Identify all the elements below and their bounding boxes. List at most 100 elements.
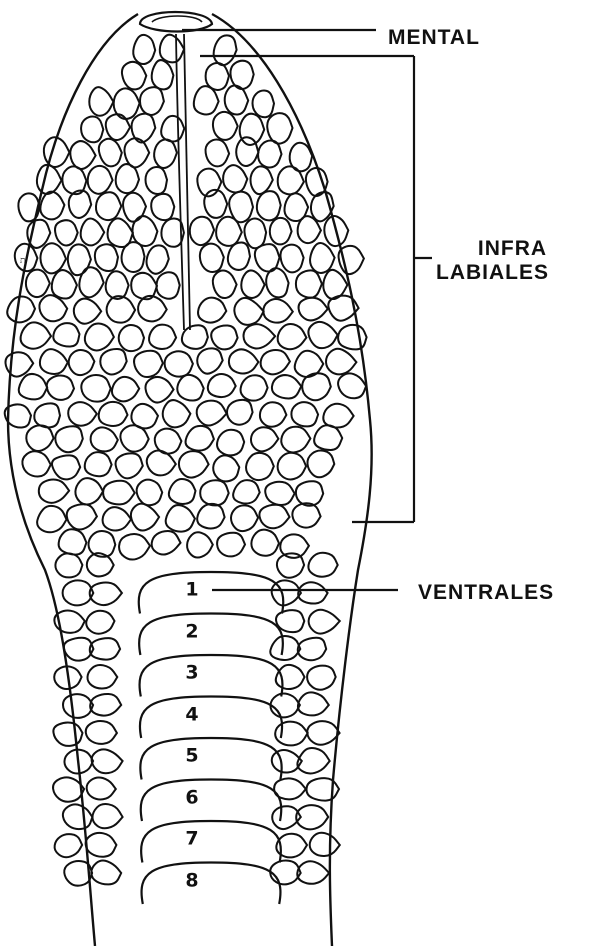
scale — [145, 377, 173, 403]
scale — [67, 504, 97, 529]
scale — [310, 243, 335, 273]
scale — [166, 505, 195, 532]
scale — [266, 268, 288, 297]
scale — [241, 270, 264, 298]
scale — [296, 270, 322, 297]
scale — [314, 425, 342, 450]
ventral-number: 5 — [185, 747, 198, 766]
scale — [267, 113, 292, 144]
scale — [198, 298, 226, 323]
scale — [307, 666, 336, 690]
scale — [225, 86, 249, 115]
scale — [280, 245, 303, 273]
scale — [326, 349, 356, 375]
scale — [149, 325, 176, 349]
scale — [270, 694, 299, 718]
scale — [87, 777, 116, 799]
scale — [87, 665, 117, 688]
scale — [214, 35, 237, 65]
ventral-number: 6 — [185, 788, 198, 807]
scale — [59, 529, 87, 554]
scale — [99, 139, 122, 167]
scale — [258, 141, 281, 168]
scale — [291, 402, 318, 426]
scale — [99, 402, 128, 426]
scale — [251, 166, 273, 194]
scale — [200, 480, 229, 505]
scale — [85, 452, 112, 476]
scale — [227, 400, 253, 425]
scale — [307, 451, 334, 478]
scale — [187, 532, 213, 557]
scale — [147, 245, 169, 273]
scale — [91, 861, 121, 885]
scale — [152, 60, 174, 89]
scale — [302, 373, 331, 400]
scale — [241, 375, 268, 400]
mental-label: MENTAL — [388, 27, 480, 48]
scale — [134, 351, 163, 377]
scale — [197, 504, 224, 529]
scale — [79, 267, 103, 297]
scale — [323, 404, 353, 428]
ventral-plate — [141, 821, 281, 863]
scale — [205, 139, 229, 166]
scale — [122, 242, 145, 272]
scale — [298, 638, 326, 661]
scale — [40, 349, 68, 374]
scale — [228, 242, 250, 269]
scale — [21, 322, 51, 348]
scale — [106, 114, 130, 140]
scale — [116, 453, 143, 478]
scale — [47, 376, 74, 400]
scale — [63, 804, 92, 829]
scale — [186, 426, 214, 451]
scale — [107, 296, 136, 323]
scale — [55, 834, 83, 857]
ventral-number: 7 — [185, 830, 198, 849]
scale — [37, 165, 62, 194]
scale — [63, 580, 94, 605]
scale — [34, 403, 60, 427]
scale — [338, 373, 366, 398]
scale — [299, 298, 328, 321]
scale — [124, 138, 149, 167]
scale — [122, 62, 146, 90]
scale — [103, 507, 132, 530]
scale — [44, 137, 70, 167]
scale — [119, 534, 150, 560]
scale — [81, 218, 105, 245]
scale — [253, 91, 275, 118]
scale — [297, 861, 329, 884]
scale — [90, 694, 121, 716]
scale — [131, 504, 159, 531]
scale — [236, 137, 258, 166]
scale — [223, 165, 247, 192]
ventrales-label: VENTRALES — [418, 582, 554, 603]
ventral-plate — [140, 738, 281, 780]
scale — [55, 426, 83, 452]
scale — [272, 375, 301, 398]
scale — [213, 112, 238, 140]
scale — [270, 636, 300, 660]
scale — [63, 694, 93, 718]
scale — [281, 427, 310, 453]
scale — [156, 272, 179, 299]
scale — [19, 374, 47, 399]
scale — [244, 218, 266, 248]
scale — [91, 427, 118, 451]
scale — [296, 481, 323, 506]
scale — [251, 530, 279, 556]
scale — [137, 480, 163, 506]
scale — [119, 325, 144, 351]
scale — [298, 692, 329, 715]
scale — [182, 325, 208, 349]
scale — [152, 531, 181, 555]
corner-mark: ת — [20, 255, 26, 266]
scale — [52, 455, 80, 479]
scale — [206, 63, 229, 90]
scale — [55, 220, 78, 245]
infralabiales-label: INFRA LABIALES — [436, 238, 549, 283]
scale — [151, 194, 174, 220]
